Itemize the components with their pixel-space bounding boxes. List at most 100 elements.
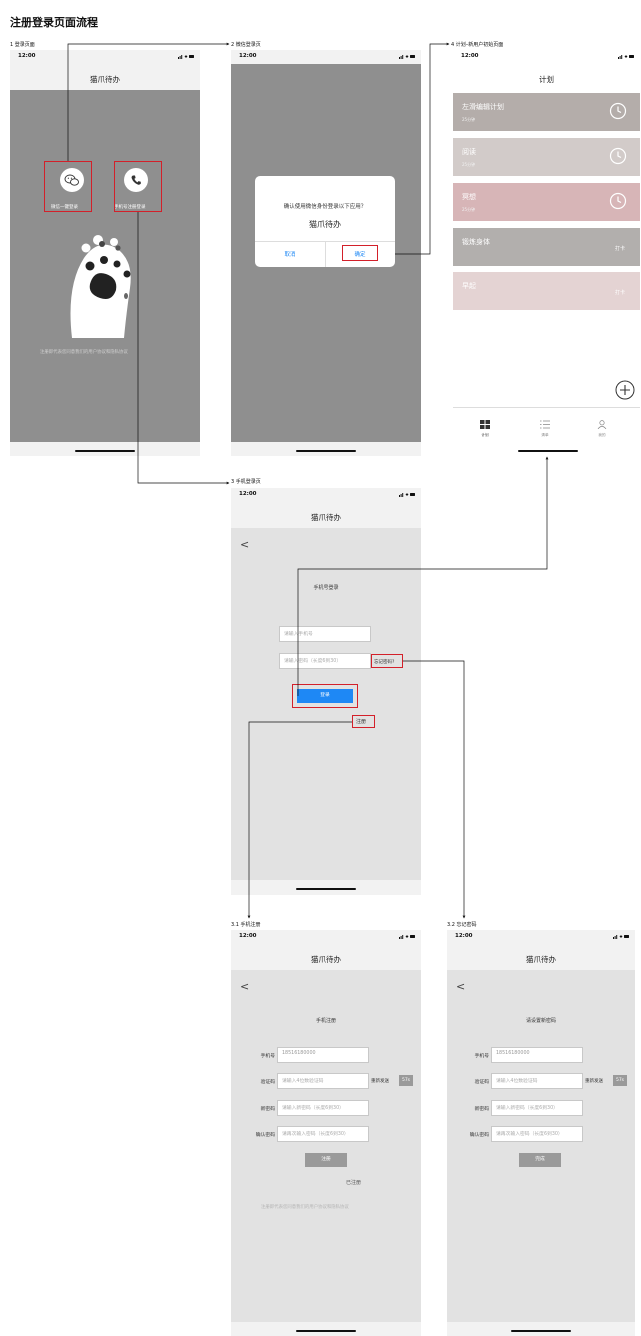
plan-card[interactable]: 锻炼身体 打卡 xyxy=(453,228,640,266)
password-input[interactable]: 请输入密码（长度6到30） xyxy=(279,653,371,669)
screen-reset-password: 12:00 猫爪待办 < 请设置新密码 手机号 18516180000 验证码 … xyxy=(447,930,635,1336)
new-password-input[interactable]: 请输入新密码（长度6到30） xyxy=(491,1100,583,1116)
countdown-badge: 57s xyxy=(613,1075,627,1086)
page-background xyxy=(447,970,635,1322)
finish-button[interactable]: 完成 xyxy=(519,1153,561,1167)
dialog-app-name: 猫爪待办 xyxy=(309,220,341,229)
plan-card-duration: 25分钟 xyxy=(462,117,476,122)
tab-mine[interactable]: 我的 xyxy=(594,414,610,438)
confirm-password-input[interactable]: 请再次输入密码（长度6到30） xyxy=(491,1126,583,1142)
code-input[interactable]: 请输入4位数验证码 xyxy=(277,1073,369,1089)
login-button[interactable]: 登录 xyxy=(297,689,353,703)
page-heading: 手机号登录 xyxy=(313,585,339,591)
highlight-confirm xyxy=(342,245,378,261)
page-heading: 请设置新密码 xyxy=(525,1018,556,1024)
new-password-input[interactable]: 请输入新密码（长度6到30） xyxy=(277,1100,369,1116)
section-label-wechat: 2 微信登录页 xyxy=(231,42,261,48)
status-icons xyxy=(178,55,194,59)
agreement-text[interactable]: 注册即代表您同意我们的用户协议和隐私协议 xyxy=(261,1205,349,1210)
plan-card-title: 早起 xyxy=(462,282,476,290)
home-indicator xyxy=(518,450,578,452)
phone-input[interactable]: 请输入手机号 xyxy=(279,626,371,642)
code-label: 验证码 xyxy=(474,1080,489,1085)
nav-title: 猫爪待办 xyxy=(90,75,120,84)
wechat-dialog: 确认使用微信身份登录以下应用？ 猫爪待办 取消 确定 xyxy=(255,176,395,267)
screen-plan: 12:00 计划 左滑编辑计划 25分钟 阅读 25分钟 冥想 25分钟 锻炼身… xyxy=(453,50,640,456)
wechat-login-label: 微信一键登录 xyxy=(51,205,78,210)
plan-card[interactable]: 左滑编辑计划 25分钟 xyxy=(453,93,640,131)
phone-input[interactable]: 18516180000 xyxy=(277,1047,369,1063)
phone-login-button[interactable] xyxy=(124,168,148,192)
status-time: 12:00 xyxy=(461,53,479,59)
register-submit-button[interactable]: 注册 xyxy=(305,1153,347,1167)
register-link[interactable]: 注册 xyxy=(356,719,367,725)
flow-arrow-login xyxy=(297,456,549,696)
screen-login: 12:00 猫爪待办 微信一键登录 手机号注册登录 注册即代表您同意我们的用户协… xyxy=(10,50,200,456)
add-plan-button[interactable] xyxy=(615,380,635,400)
dialog-message: 确认使用微信身份登录以下应用？ xyxy=(283,204,367,210)
status-time: 12:00 xyxy=(239,933,257,939)
checkin-button[interactable]: 打卡 xyxy=(614,290,625,296)
status-time: 12:00 xyxy=(18,53,36,59)
highlight-wechat xyxy=(44,161,92,212)
plan-card[interactable]: 冥想 25分钟 xyxy=(453,183,640,221)
status-icons xyxy=(613,935,629,939)
new-password-label: 新密码 xyxy=(474,1107,489,1112)
checkin-button[interactable]: 打卡 xyxy=(614,246,625,252)
plan-card-title: 锻炼身体 xyxy=(462,238,490,246)
tab-mine-label: 我的 xyxy=(598,433,606,437)
confirm-password-input[interactable]: 请再次输入密码（长度6到30） xyxy=(277,1126,369,1142)
phone-label: 手机号 xyxy=(260,1054,275,1059)
highlight-forgot xyxy=(371,654,403,668)
forgot-password-link[interactable]: 忘记密码? xyxy=(374,660,395,665)
dialog-cancel-button[interactable]: 取消 xyxy=(284,252,296,258)
status-bar: 12:00 xyxy=(231,50,421,64)
clock-icon[interactable] xyxy=(609,102,627,120)
status-time: 12:00 xyxy=(239,491,257,497)
page-background xyxy=(231,528,421,880)
section-label-login: 1 登录页面 xyxy=(10,42,35,48)
plan-card-title: 阅读 xyxy=(462,148,476,156)
resend-button[interactable]: 重新发送 xyxy=(585,1079,603,1084)
screen-register: 12:00 猫爪待办 < 手机注册 手机号 18516180000 验证码 请输… xyxy=(231,930,421,1336)
plan-card-duration: 25分钟 xyxy=(462,207,476,212)
plan-card[interactable]: 早起 打卡 xyxy=(453,272,640,310)
section-label-phone-login: 3 手机登录页 xyxy=(231,479,261,485)
flow-arrow-register xyxy=(247,721,352,919)
home-indicator xyxy=(75,450,135,452)
plan-card[interactable]: 阅读 25分钟 xyxy=(453,138,640,176)
status-bar: 12:00 xyxy=(453,50,640,64)
back-button[interactable]: < xyxy=(240,538,250,551)
phone-input[interactable]: 18516180000 xyxy=(491,1047,583,1063)
clock-icon[interactable] xyxy=(609,147,627,165)
status-icons xyxy=(399,55,415,59)
already-registered-link[interactable]: 已注册 xyxy=(346,1180,362,1186)
section-label-register: 3.1 手机注册 xyxy=(231,922,261,928)
page-heading: 手机注册 xyxy=(315,1018,336,1024)
agreement-text[interactable]: 注册即代表您同意我们的用户协议和隐私协议 xyxy=(40,350,128,355)
page-background xyxy=(231,970,421,1322)
plan-title: 计划 xyxy=(539,75,554,84)
back-button[interactable]: < xyxy=(240,980,250,993)
highlight-register xyxy=(352,715,375,728)
new-password-label: 新密码 xyxy=(260,1107,275,1112)
tab-plan[interactable]: 计划 xyxy=(477,414,493,438)
nav-title: 猫爪待办 xyxy=(311,955,341,964)
tab-plan-label: 计划 xyxy=(481,433,489,437)
section-label-forgot: 3.2 忘记密码 xyxy=(447,922,477,928)
wechat-icon xyxy=(64,174,79,186)
resend-button[interactable]: 重新发送 xyxy=(371,1079,389,1084)
clock-icon[interactable] xyxy=(609,192,627,210)
back-button[interactable]: < xyxy=(456,980,466,993)
home-indicator xyxy=(296,888,356,890)
status-icons xyxy=(618,55,634,59)
home-indicator xyxy=(296,450,356,452)
phone-icon xyxy=(131,175,141,185)
tab-list[interactable]: 清单 xyxy=(537,414,553,438)
wechat-login-button[interactable] xyxy=(60,168,84,192)
code-input[interactable]: 请输入4位数验证码 xyxy=(491,1073,583,1089)
dialog-confirm-button[interactable]: 确定 xyxy=(354,252,366,258)
flow-arrow-phone xyxy=(137,212,230,485)
user-icon xyxy=(597,420,607,430)
